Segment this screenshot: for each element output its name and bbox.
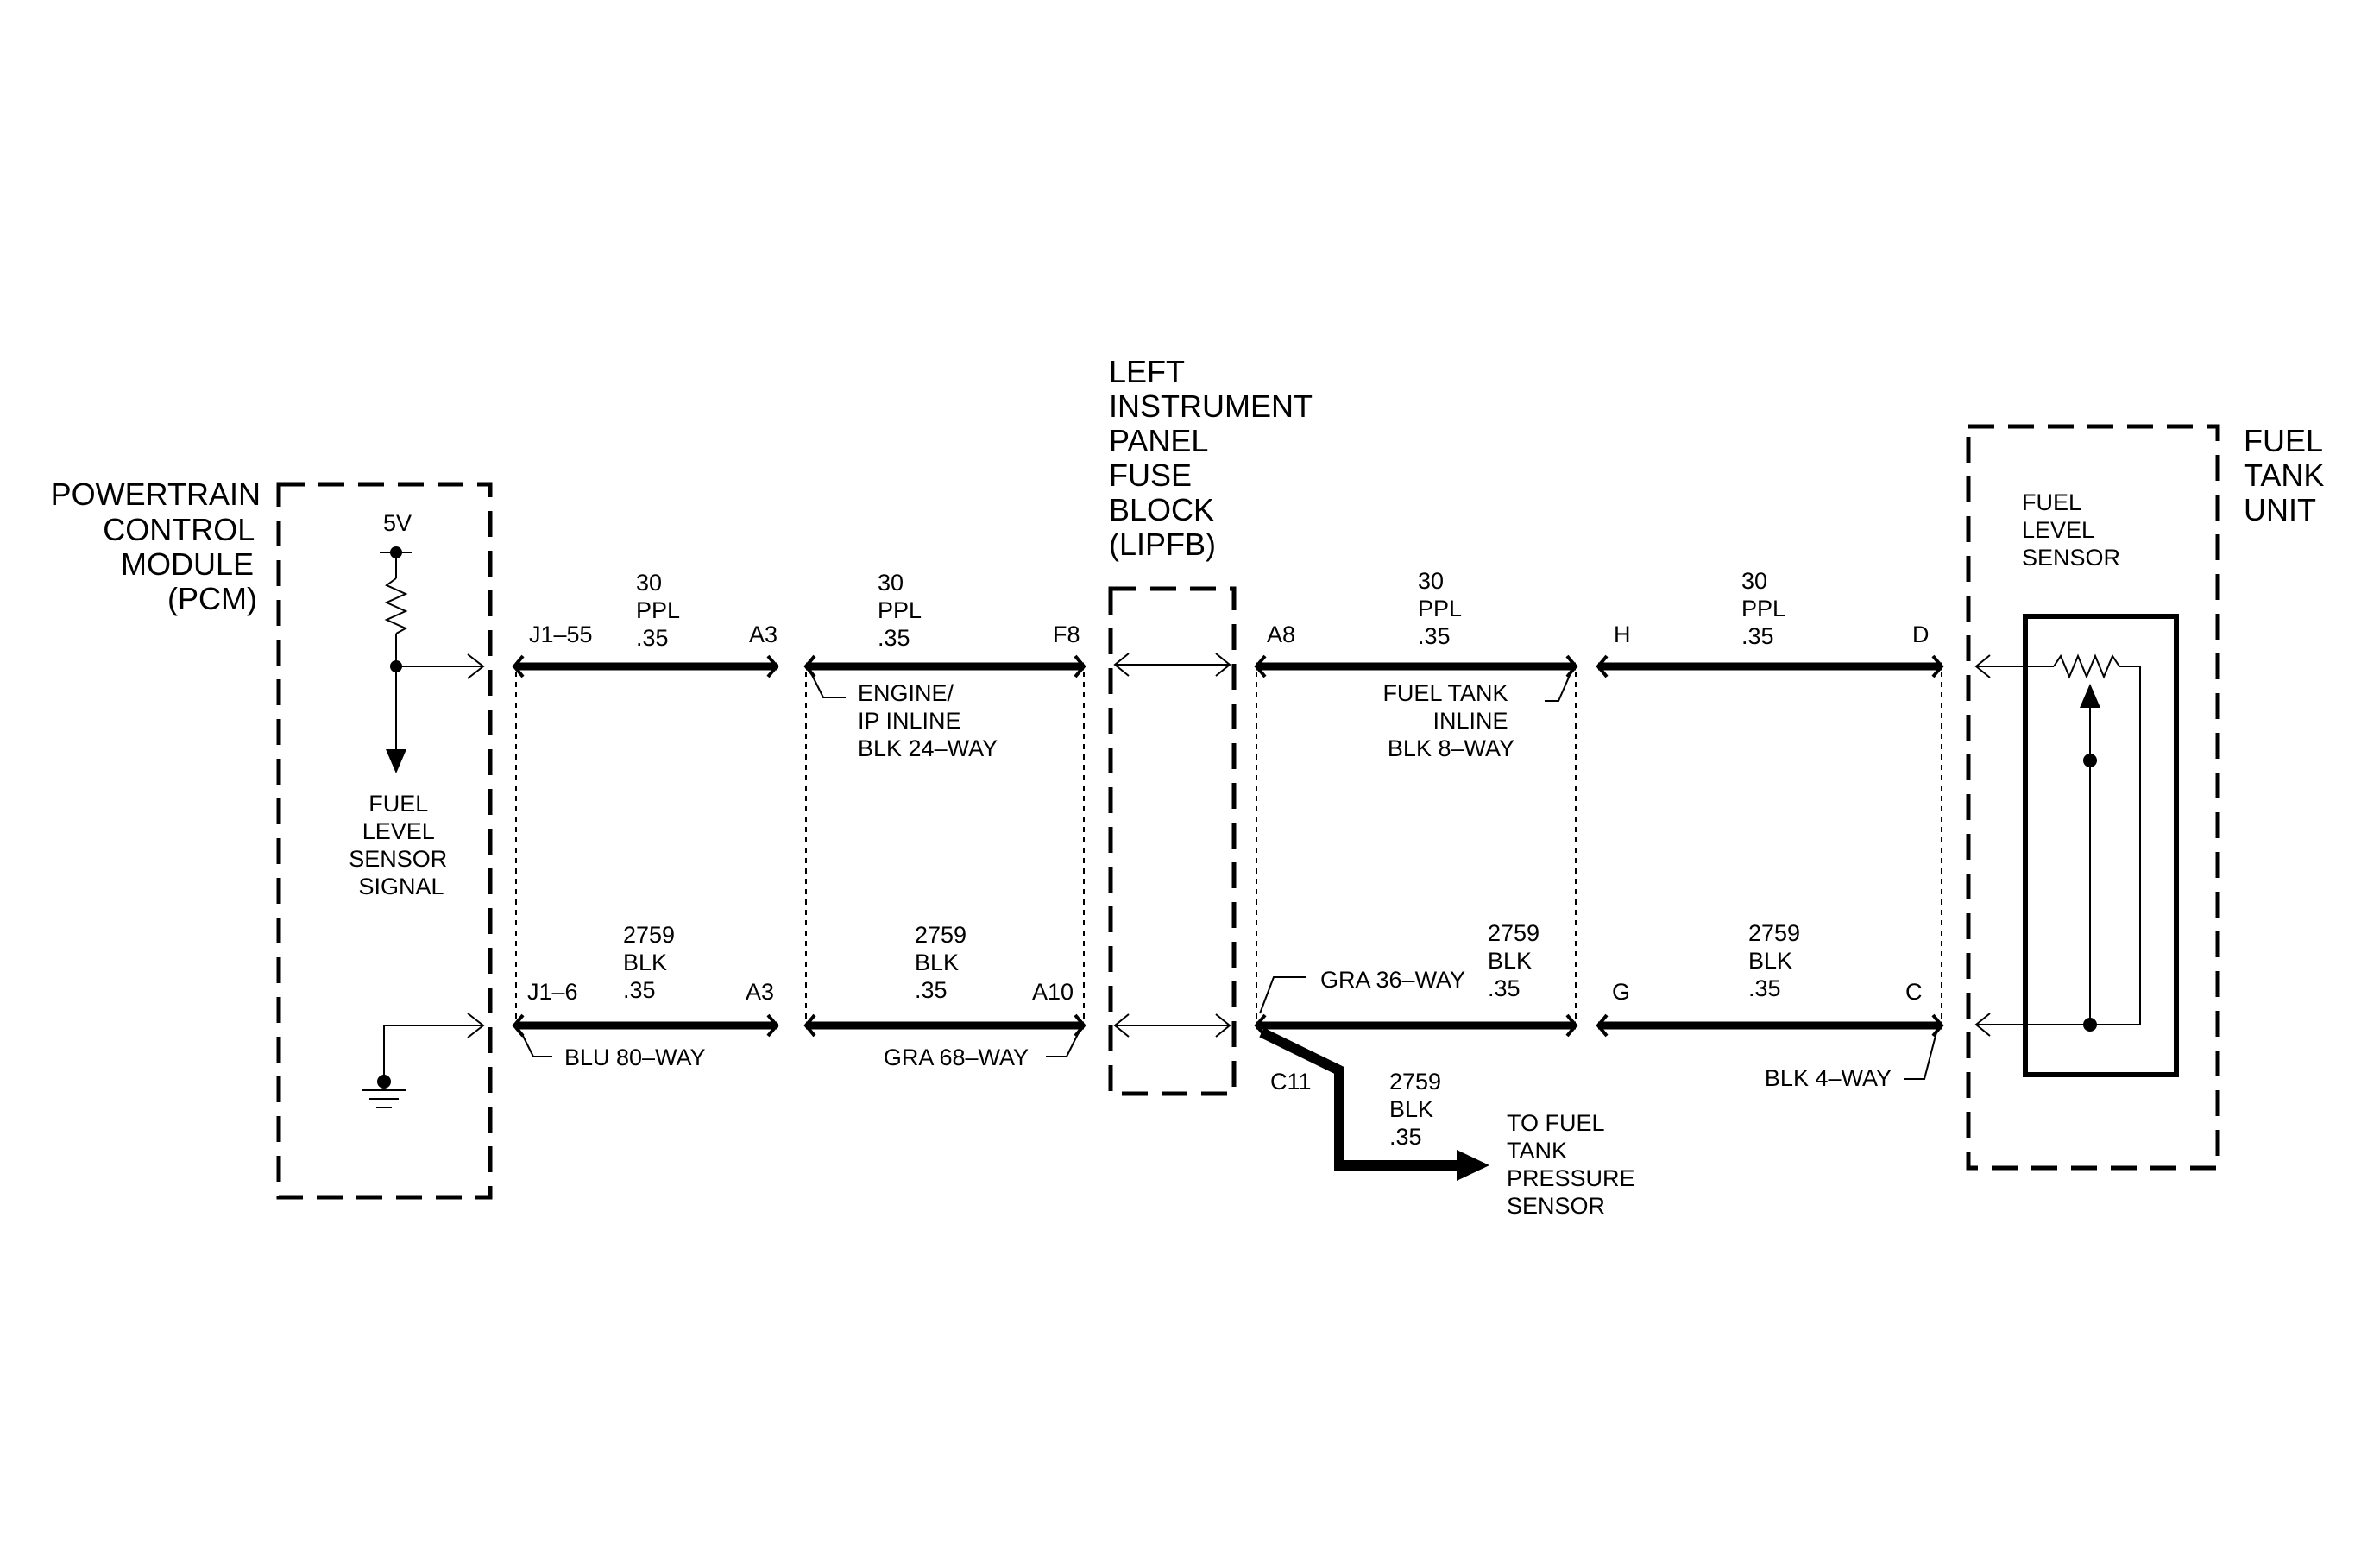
engine-ip-inline-connector-label: ENGINE/ IP INLINE BLK 24–WAY — [858, 680, 998, 761]
connector-labels: ENGINE/ IP INLINE BLK 24–WAY FUEL TANK I… — [520, 672, 1937, 1091]
pin-j1-55: J1–55 — [529, 622, 593, 647]
splice-c11: C11 — [1270, 1069, 1312, 1095]
fuel-level-sensor-housing — [2023, 614, 2179, 1077]
pcm-boundary — [276, 482, 493, 1200]
pin-h: H — [1614, 622, 1631, 647]
lipfb-signal-passthrough — [1113, 653, 1231, 677]
ground-wire-1-label: 2759 BLK .35 — [623, 922, 682, 1003]
pcm-signal-arrow — [386, 653, 485, 773]
pin-a3-signal: A3 — [749, 622, 778, 647]
ground-wire-3-label: 2759 BLK .35 — [1488, 920, 1546, 1001]
variable-resistor-icon — [1974, 653, 2141, 1037]
pcm-module: POWERTRAIN CONTROL MODULE (PCM) 5V FUEL … — [51, 476, 493, 1200]
ground-wire-4-label: 2759 BLK .35 — [1748, 920, 1807, 1001]
signal-wire-3-label: 30 PPL .35 — [1418, 568, 1468, 649]
gra-68-way-connector-label: GRA 68–WAY — [884, 1044, 1029, 1070]
pcm-label: POWERTRAIN CONTROL MODULE (PCM) — [51, 476, 269, 616]
ground-wire-segment-4: 2759 BLK .35 G C — [1596, 920, 1944, 1038]
fuel-tank-unit: FUEL TANK UNIT FUEL LEVEL SENSOR — [1966, 423, 2333, 1171]
pin-g: G — [1612, 979, 1630, 1005]
ground-circuit: 2759 BLK .35 J1–6 A3 2759 BLK .35 A10 — [512, 920, 1944, 1038]
pin-c: C — [1905, 979, 1923, 1005]
fuel-level-sensor-signal-label: FUEL LEVEL SENSOR SIGNAL — [349, 791, 454, 899]
pin-a10: A10 — [1032, 979, 1074, 1005]
lipfb-boundary — [1108, 586, 1237, 1096]
signal-wire-segment-1: 30 PPL .35 J1–55 A3 — [512, 570, 779, 678]
pin-d: D — [1912, 622, 1930, 647]
branch-wire-label: 2759 BLK .35 — [1389, 1069, 1448, 1150]
blu-80-way-connector-label: BLU 80–WAY — [564, 1044, 706, 1070]
supply-5v-label: 5V — [383, 510, 412, 536]
pull-up-resistor — [380, 546, 412, 672]
ground-wire-segment-1: 2759 BLK .35 J1–6 A3 — [512, 922, 779, 1038]
connector-outlines — [515, 672, 1942, 1020]
fuel-tank-inline-connector-label: FUEL TANK INLINE BLK 8–WAY — [1382, 680, 1514, 761]
pin-j1-6: J1–6 — [527, 979, 578, 1005]
pressure-sensor-branch: C11 2759 BLK .35 TO FUEL TANK PRESSURE S… — [1259, 1027, 1641, 1219]
pin-a8: A8 — [1267, 622, 1295, 647]
fuel-level-sensor-label: FUEL LEVEL SENSOR — [2022, 489, 2120, 571]
ground-wire-segment-2: 2759 BLK .35 A10 — [803, 922, 1086, 1038]
signal-wire-segment-3: 30 PPL .35 A8 — [1254, 568, 1578, 678]
signal-wire-segment-4: 30 PPL .35 H D — [1596, 568, 1944, 678]
gra-36-way-connector-label: GRA 36–WAY — [1320, 967, 1465, 993]
fuel-tank-pressure-sensor-label: TO FUEL TANK PRESSURE SENSOR — [1507, 1110, 1641, 1219]
lipfb-ground-passthrough — [1113, 1013, 1231, 1038]
pin-a3-ground: A3 — [746, 979, 774, 1005]
fuel-tank-unit-label: FUEL TANK UNIT — [2244, 423, 2333, 527]
pcm-ground-icon — [362, 1013, 485, 1108]
pin-f8: F8 — [1053, 622, 1080, 647]
ground-wire-segment-3: 2759 BLK .35 — [1254, 920, 1578, 1038]
signal-circuit: 30 PPL .35 J1–55 A3 30 PPL .35 F8 — [512, 568, 1944, 678]
lipfb-label: LEFT INSTRUMENT PANEL FUSE BLOCK (LIPFB) — [1109, 354, 1320, 562]
ground-wire-2-label: 2759 BLK .35 — [915, 922, 973, 1003]
signal-wire-1-label: 30 PPL .35 — [636, 570, 686, 651]
blk-4-way-connector-label: BLK 4–WAY — [1765, 1065, 1892, 1091]
signal-wire-segment-2: 30 PPL .35 F8 — [803, 570, 1086, 678]
fuel-tank-unit-boundary — [1966, 424, 2220, 1171]
signal-wire-4-label: 30 PPL .35 — [1741, 568, 1791, 649]
lipfb-module: LEFT INSTRUMENT PANEL FUSE BLOCK (LIPFB) — [1108, 354, 1320, 1096]
signal-wire-2-label: 30 PPL .35 — [878, 570, 928, 651]
